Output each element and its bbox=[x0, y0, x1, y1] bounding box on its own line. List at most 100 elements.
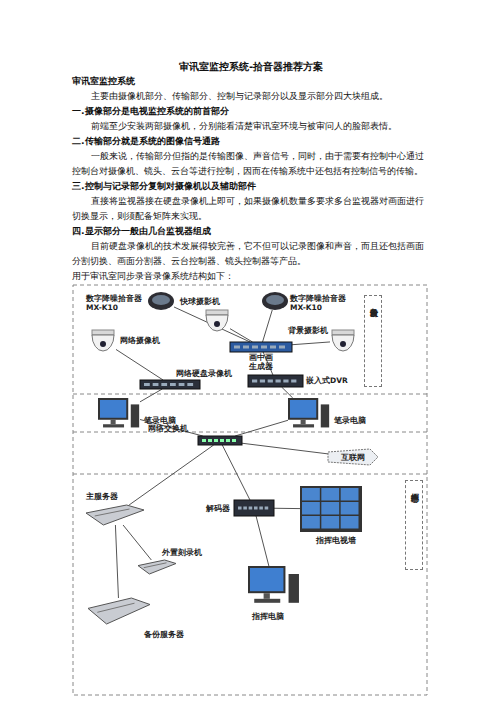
rack-part bbox=[259, 507, 263, 510]
rackblue-part bbox=[270, 346, 276, 349]
cable-line bbox=[115, 525, 118, 598]
body-text: 目前硬盘录像机的技术发展得较完善，它不但可以记录图像和声音，而且还包括画面分割切… bbox=[72, 238, 430, 268]
rack-part bbox=[268, 380, 273, 383]
rackblue-part bbox=[230, 342, 292, 352]
dome-part bbox=[332, 330, 354, 335]
device-node: 解码器 bbox=[234, 500, 274, 516]
body-text: 用于审讯室同步录音录像系统结构如下： bbox=[72, 268, 430, 283]
pc-icon bbox=[98, 398, 140, 430]
rackblue-part bbox=[252, 346, 258, 349]
connector-group bbox=[282, 387, 293, 398]
device-label: 背景摄影机 bbox=[280, 326, 328, 335]
connector-group bbox=[242, 443, 328, 454]
connector-group bbox=[116, 349, 163, 380]
mic-part bbox=[148, 292, 174, 310]
rackblue-part bbox=[261, 346, 267, 349]
cable-line bbox=[174, 307, 250, 342]
tvwall-part bbox=[321, 488, 339, 501]
device-label: 指挥电视墙 bbox=[316, 536, 362, 545]
body-text: 一般来说，传输部分但指的是传输图像、声音信号，同时，由于需要有控制中心通过控制台… bbox=[72, 148, 430, 178]
switch-part bbox=[220, 439, 224, 442]
rack-part bbox=[243, 507, 247, 510]
rackblue-part bbox=[279, 346, 285, 349]
dashed-divider bbox=[73, 394, 427, 395]
device-node: 画中画生成器 bbox=[230, 342, 292, 352]
pc-icon bbox=[288, 398, 330, 430]
rack-part bbox=[187, 383, 193, 386]
server-part bbox=[88, 598, 150, 624]
rackblue-icon bbox=[230, 342, 292, 352]
section-heading: 审讯室监控系统 bbox=[72, 73, 430, 88]
mic-part bbox=[266, 295, 284, 305]
mic-icon bbox=[148, 292, 174, 310]
dome-part bbox=[206, 310, 228, 315]
mic-part bbox=[152, 295, 170, 305]
device-node: 数字降噪拾音器 MX-K10 bbox=[148, 292, 174, 310]
rack-part bbox=[248, 375, 303, 387]
rack-part bbox=[291, 380, 296, 383]
burner-part bbox=[138, 560, 176, 574]
dashed-region bbox=[73, 285, 427, 695]
dome-part bbox=[332, 335, 354, 351]
cable-line bbox=[123, 525, 151, 560]
tvwall-part bbox=[341, 516, 359, 529]
device-label: 快球摄影机 bbox=[180, 297, 240, 306]
mic-icon bbox=[262, 292, 288, 310]
device-node: 网络摄像机 bbox=[90, 330, 116, 352]
tvwall-part bbox=[341, 502, 359, 515]
dome-icon bbox=[90, 330, 116, 352]
switch-part bbox=[232, 439, 236, 442]
body-text: 前端至少安装两部摄像机，分别能看清楚审讯室环境与被审问人的脸部表情。 bbox=[72, 118, 430, 133]
connector-group bbox=[174, 307, 250, 342]
mic-part bbox=[262, 292, 288, 310]
rack-part bbox=[153, 383, 159, 386]
device-label: 外置刻录机 bbox=[162, 548, 204, 557]
server-part bbox=[97, 603, 134, 612]
server-part bbox=[86, 505, 144, 525]
rack-part bbox=[260, 380, 265, 383]
server-icon bbox=[88, 598, 150, 624]
rack-part bbox=[265, 507, 269, 510]
pc-part bbox=[290, 400, 316, 418]
device-label: 嵌入式DVR bbox=[306, 376, 350, 385]
dome-part bbox=[100, 341, 106, 347]
pc-part bbox=[321, 404, 329, 427]
pc-part bbox=[288, 398, 318, 420]
cable-line bbox=[292, 342, 330, 345]
connector-group bbox=[274, 508, 300, 509]
rack-part bbox=[179, 383, 185, 386]
switch-part bbox=[214, 439, 218, 442]
pc-part bbox=[250, 568, 283, 591]
connector-group bbox=[222, 445, 250, 500]
device-node: 互联网 bbox=[328, 449, 378, 465]
net-part bbox=[328, 449, 378, 465]
burner-icon bbox=[138, 560, 176, 574]
connector-group bbox=[230, 329, 253, 342]
pc-part bbox=[293, 424, 314, 427]
connector-group bbox=[256, 516, 269, 566]
rackblue-part bbox=[234, 346, 240, 349]
device-node: 背景摄影机 bbox=[330, 330, 356, 352]
section-heading: 二.传输部分就是系统的图像信号通路 bbox=[72, 133, 430, 148]
server-icon bbox=[86, 505, 144, 525]
device-label: 笔录电脑 bbox=[144, 416, 180, 425]
device-node: 嵌入式DVR bbox=[248, 375, 303, 387]
device-label: 指挥电脑 bbox=[252, 612, 296, 621]
rack-part bbox=[276, 380, 281, 383]
rack-icon bbox=[248, 375, 303, 387]
device-label: 主服务器 bbox=[86, 492, 126, 501]
burner-part bbox=[144, 563, 167, 568]
connector-group bbox=[263, 310, 273, 342]
connector-group bbox=[129, 445, 214, 505]
rack-part bbox=[234, 500, 274, 516]
connector-group bbox=[292, 342, 330, 345]
rack-part bbox=[252, 380, 257, 383]
device-node: 网络交换机 bbox=[198, 436, 242, 445]
pc-part bbox=[248, 566, 285, 593]
pc-part bbox=[103, 424, 124, 427]
connector-group bbox=[235, 420, 288, 436]
device-label: 笔录电脑 bbox=[334, 416, 370, 425]
zone-band: 前段设备 bbox=[364, 295, 382, 387]
zone-band: 指挥中心 bbox=[405, 480, 423, 570]
section-heading: 四.显示部分一般由几台监视器组成 bbox=[72, 223, 430, 238]
